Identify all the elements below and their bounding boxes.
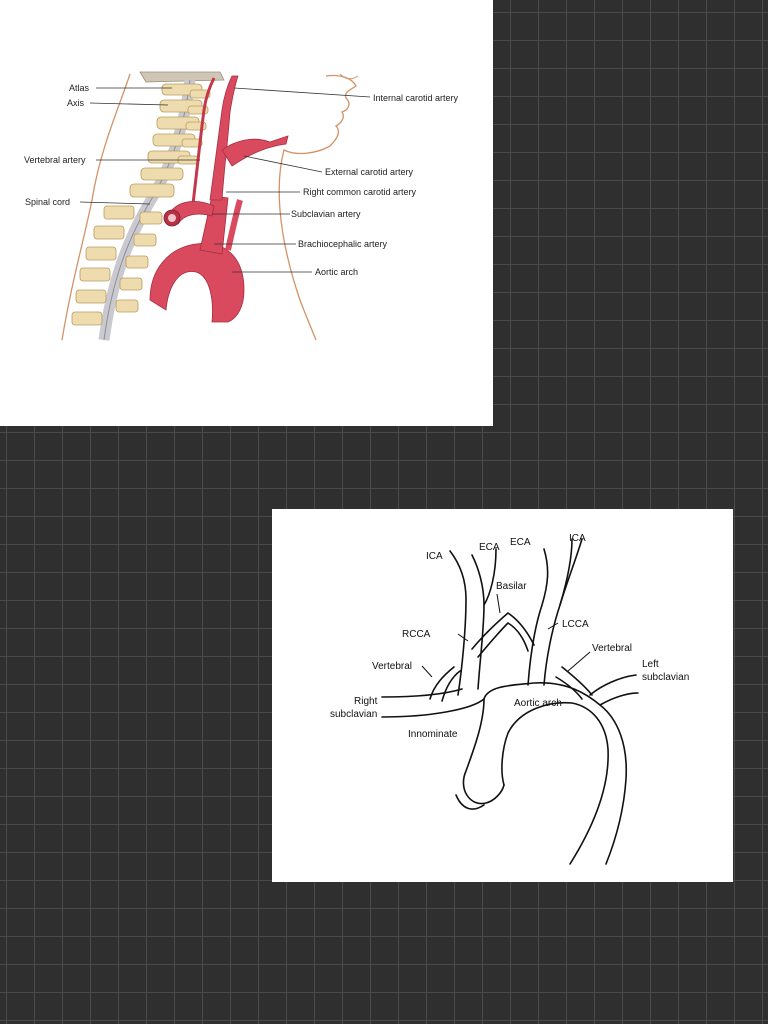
cervical-vertebrae [130, 84, 210, 197]
label-eca-left: ECA [479, 542, 500, 553]
common-and-internal-carotid-vessel [210, 76, 238, 200]
label-lcca: LCCA [562, 619, 589, 630]
label-aortic-arch: Aortic arch [514, 698, 562, 709]
left-subclavian-lower [600, 693, 638, 705]
aortic-arch-vessel [150, 243, 244, 322]
label-basilar: Basilar [496, 581, 527, 592]
label-ica-left: ICA [426, 551, 443, 562]
ascending-aorta-outer [463, 699, 504, 804]
label-rcca: RCCA [402, 629, 431, 640]
label-vertebral-right: Vertebral [592, 643, 632, 654]
label-aortic-arch: Aortic arch [315, 267, 358, 277]
label-right-subclavian-line2: subclavian [330, 709, 377, 720]
arch-vessels-schematic: ICA ECA ECA ICA Basilar RCCA LCCA Verteb… [272, 509, 733, 882]
label-left-subclavian-line1: Left [642, 659, 659, 670]
lcca-ica-right-line [544, 539, 572, 685]
anatomy-illustration: Atlas Axis Vertebral artery Spinal cord … [0, 0, 493, 426]
label-axis: Axis [67, 98, 85, 108]
external-carotid-vessel [222, 136, 288, 166]
label-brachiocephalic-artery: Brachiocephalic artery [298, 239, 388, 249]
label-eca-right: ECA [510, 537, 531, 548]
innominate-lower [382, 699, 484, 717]
label-internal-carotid-artery: Internal carotid artery [373, 93, 459, 103]
anatomy-illustration-card: Atlas Axis Vertebral artery Spinal cord … [0, 0, 493, 426]
label-atlas: Atlas [69, 83, 90, 93]
label-spinal-cord: Spinal cord [25, 197, 70, 207]
label-vertebral-artery: Vertebral artery [24, 155, 86, 165]
label-ica-right: ICA [569, 533, 586, 544]
right-subclavian-upper [382, 689, 462, 697]
face-and-throat-outline [279, 75, 356, 340]
label-right-common-carotid-artery: Right common carotid artery [303, 187, 417, 197]
label-external-carotid-artery: External carotid artery [325, 167, 414, 177]
left-subclavian-upper [590, 675, 636, 695]
label-right-subclavian-line1: Right [354, 696, 378, 707]
aortic-arch-inner [502, 703, 608, 864]
aortic-arch-outer [484, 683, 626, 864]
nose-outline [340, 74, 358, 79]
label-innominate: Innominate [408, 729, 458, 740]
label-left-subclavian-line2: subclavian [642, 672, 689, 683]
label-subclavian-artery: Subclavian artery [291, 209, 361, 219]
schematic-diagram-card: ICA ECA ECA ICA Basilar RCCA LCCA Verteb… [272, 509, 733, 882]
rcca-eca-left-line [472, 555, 484, 689]
lcca-eca-right-line [528, 549, 548, 685]
label-vertebral-left: Vertebral [372, 661, 412, 672]
